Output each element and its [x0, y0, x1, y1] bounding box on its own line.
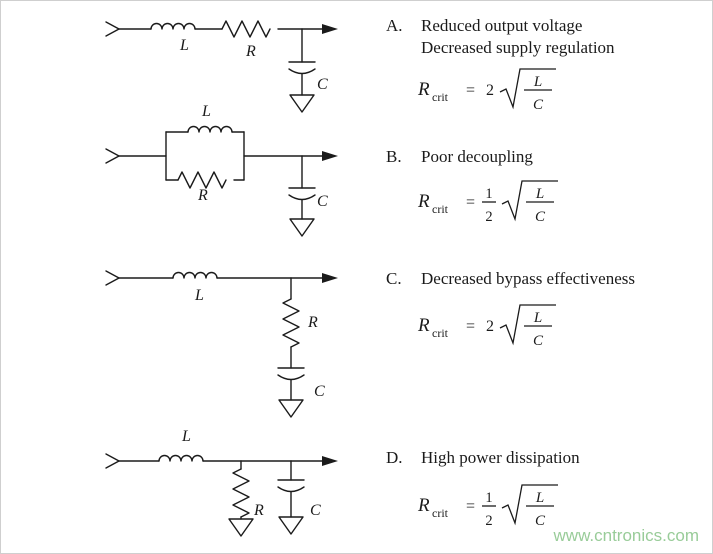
inductor-label: L — [194, 287, 204, 304]
answer-a-line2: Decreased supply regulation — [421, 38, 615, 57]
ground-symbol — [278, 399, 304, 418]
radical-sign — [501, 180, 558, 222]
formula-d: R crit = 1 2 L C — [417, 484, 558, 529]
resistor-label: R — [307, 314, 318, 331]
inductor-label: L — [181, 428, 191, 445]
ground-symbol — [289, 218, 315, 237]
capacitor-symbol — [277, 367, 305, 381]
resistor-symbol — [177, 171, 227, 189]
resistor-symbol — [232, 468, 250, 518]
equals-sign: = — [466, 82, 475, 99]
circuit-d-schematic: L R C — [105, 428, 338, 537]
formula-coefficient: 2 — [486, 82, 494, 99]
output-arrow — [322, 24, 338, 34]
fraction-numerator: L — [533, 310, 542, 326]
capacitor-symbol — [288, 61, 316, 75]
formula-base: R — [417, 191, 430, 212]
answer-c-letter: C. — [386, 269, 402, 288]
coefficient-denominator: 2 — [485, 209, 492, 225]
resistor-label: R — [245, 43, 256, 60]
resistor-symbol — [221, 20, 271, 38]
equals-sign: = — [466, 194, 475, 211]
answer-c-line1: Decreased bypass effectiveness — [421, 269, 635, 288]
fraction-denominator: C — [535, 209, 546, 225]
formula-a: R crit = 2 L C — [417, 68, 556, 113]
watermark: www.cntronics.com — [553, 526, 699, 545]
answer-a-letter: A. — [386, 16, 403, 35]
input-arrow — [105, 270, 120, 286]
resistor-symbol — [282, 298, 300, 348]
inductor-label: L — [179, 37, 189, 54]
capacitor-label: C — [314, 383, 325, 400]
wires — [118, 131, 323, 220]
ground-symbol — [289, 94, 315, 113]
input-arrow — [105, 148, 120, 164]
resistor-label: R — [253, 502, 264, 519]
capacitor-symbol — [277, 479, 305, 493]
capacitor-symbol — [288, 187, 316, 201]
answer-d-letter: D. — [386, 448, 403, 467]
formula-subscript: crit — [432, 506, 449, 520]
capacitor-label: C — [317, 193, 328, 210]
coefficient-numerator: 1 — [485, 186, 492, 202]
output-arrow — [322, 151, 338, 161]
equals-sign: = — [466, 498, 475, 515]
resistor-label: R — [197, 187, 208, 204]
formula-base: R — [417, 495, 430, 516]
inductor-label: L — [201, 103, 211, 120]
answer-b-letter: B. — [386, 147, 402, 166]
formula-c: R crit = 2 L C — [417, 304, 556, 349]
radical-sign — [501, 484, 558, 526]
radical-sign — [499, 304, 556, 346]
answer-d-line1: High power dissipation — [421, 448, 580, 467]
formula-subscript: crit — [432, 90, 449, 104]
equals-sign: = — [466, 318, 475, 335]
input-arrow — [105, 21, 120, 37]
fraction-denominator: C — [533, 97, 544, 113]
fraction-numerator: L — [535, 490, 544, 506]
inductor-symbol — [158, 454, 204, 462]
radical-sign — [499, 68, 556, 110]
circuit-a-schematic: L R C — [105, 20, 338, 113]
capacitor-label: C — [310, 502, 321, 519]
fraction-numerator: L — [533, 74, 542, 90]
coefficient-denominator: 2 — [485, 513, 492, 529]
inductor-symbol — [150, 22, 196, 30]
capacitor-label: C — [317, 76, 328, 93]
formula-base: R — [417, 315, 430, 336]
ground-symbol-capacitor — [278, 516, 304, 535]
inductor-symbol — [172, 271, 218, 279]
formula-b: R crit = 1 2 L C — [417, 180, 558, 225]
formula-base: R — [417, 79, 430, 100]
output-arrow — [322, 456, 338, 466]
wires — [118, 28, 323, 96]
formula-coefficient: 2 — [486, 318, 494, 335]
ground-symbol-resistor — [228, 518, 254, 537]
wires — [118, 277, 323, 401]
circuit-c-schematic: L R C — [105, 270, 338, 418]
formula-subscript: crit — [432, 202, 449, 216]
wires — [118, 460, 323, 520]
answer-b-line1: Poor decoupling — [421, 147, 533, 166]
inductor-symbol — [187, 125, 233, 133]
formula-subscript: crit — [432, 326, 449, 340]
fraction-denominator: C — [533, 333, 544, 349]
output-arrow — [322, 273, 338, 283]
answer-a-line1: Reduced output voltage — [421, 16, 583, 35]
circuit-b-schematic: L R C — [105, 103, 338, 237]
fraction-numerator: L — [535, 186, 544, 202]
coefficient-numerator: 1 — [485, 490, 492, 506]
input-arrow — [105, 453, 120, 469]
fraction-denominator: C — [535, 513, 546, 529]
